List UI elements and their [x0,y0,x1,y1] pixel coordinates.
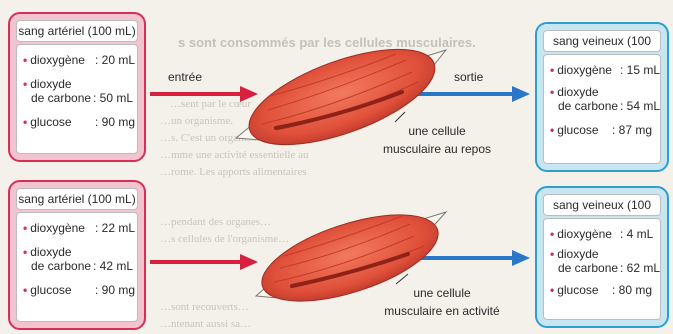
item-label-2: de carbone [31,259,91,273]
item-co2: •dioxyde [550,85,599,99]
bullet-icon: • [23,283,27,297]
item-co2: •dioxyde [23,77,72,91]
cell-label-pointer-bottom [396,274,408,284]
item-value: : 20 mL [95,53,135,67]
item-label-2: de carbone [558,99,618,113]
box-body: •dioxygène : 22 mL •dioxyde de carbone :… [16,212,138,322]
item-value: : 15 mL [620,63,660,77]
item-value: : 22 mL [95,221,135,235]
item-value: : 80 mg [612,283,652,297]
item-label-2: de carbone [558,261,618,275]
arterial-blood-box-bottom: sang artériel (100 mL) •dioxygène : 22 m… [8,180,146,330]
item-oxygen: •dioxygène : 22 mL [23,221,85,235]
item-label: glucose [557,283,598,297]
item-label: dioxyde [30,245,71,259]
item-co2: •dioxyde [550,247,599,261]
cell-label-line-1: une cellule [372,124,502,138]
item-value: : 90 mg [95,283,135,297]
bullet-icon: • [550,85,554,99]
item-label: dioxygène [557,227,612,241]
item-co2-line2: de carbone : 50 mL [31,91,91,105]
bullet-icon: • [23,77,27,91]
cell-label-line-2: musculaire au repos [372,142,502,156]
bullet-icon: • [23,53,27,67]
exit-arrow-top [410,86,530,102]
item-value: : 90 mg [95,115,135,129]
item-co2: •dioxyde [23,245,72,259]
item-glucose: •glucose : 90 mg [23,283,72,297]
item-label: dioxyde [557,247,598,261]
item-label: dioxyde [30,77,71,91]
entry-arrow-top [150,86,258,102]
item-label-2: de carbone [31,91,91,105]
item-oxygen: •dioxygène : 20 mL [23,53,85,67]
item-co2-line2: de carbone : 42 mL [31,259,91,273]
cell-label-pointer-top [395,112,405,122]
item-value: : 62 mL [620,261,660,275]
item-label: dioxygène [557,63,612,77]
item-label: glucose [30,115,71,129]
bullet-icon: • [550,247,554,261]
entry-label: entrée [168,70,202,84]
item-value: : 54 mL [620,99,660,113]
cell-label-rest: une cellule musculaire au repos [372,124,502,156]
item-glucose: •glucose : 90 mg [23,115,72,129]
item-value: : 42 mL [93,259,133,273]
cell-label-active: une cellule musculaire en activité [372,286,512,318]
item-value: : 50 mL [93,91,133,105]
exit-label: sortie [454,70,483,84]
arterial-blood-box-top: sang artériel (100 mL) •dioxygène : 20 m… [8,12,146,162]
item-co2-line2: de carbone : 62 mL [558,261,618,275]
item-glucose: •glucose : 87 mg [550,123,599,137]
venous-blood-box-bottom: sang veineux (100 mL) •dioxygène : 4 mL … [535,186,669,328]
item-value: : 4 mL [620,227,653,241]
item-co2-line2: de carbone : 54 mL [558,99,618,113]
item-label: glucose [557,123,598,137]
box-title: sang artériel (100 mL) [16,20,138,42]
box-body: •dioxygène : 20 mL •dioxyde de carbone :… [16,44,138,154]
item-label: dioxygène [30,221,85,235]
item-oxygen: •dioxygène : 4 mL [550,227,612,241]
box-title: sang artériel (100 mL) [16,188,138,210]
box-title: sang veineux (100 mL) [543,194,661,216]
exit-arrow-bottom [420,250,530,266]
bullet-icon: • [550,123,554,137]
item-oxygen: •dioxygène : 15 mL [550,63,612,77]
box-body: •dioxygène : 4 mL •dioxyde de carbone : … [543,218,661,320]
bullet-icon: • [550,227,554,241]
bullet-icon: • [550,63,554,77]
bullet-icon: • [23,221,27,235]
bullet-icon: • [23,115,27,129]
cell-label-line-1: une cellule [372,286,512,300]
bullet-icon: • [23,245,27,259]
box-body: •dioxygène : 15 mL •dioxyde de carbone :… [543,54,661,164]
item-label: dioxyde [557,85,598,99]
item-glucose: •glucose : 80 mg [550,283,599,297]
cell-label-line-2: musculaire en activité [372,304,512,318]
bullet-icon: • [550,283,554,297]
item-label: glucose [30,283,71,297]
box-title: sang veineux (100 mL) [543,30,661,52]
entry-arrow-bottom [150,254,258,270]
item-label: dioxygène [30,53,85,67]
venous-blood-box-top: sang veineux (100 mL) •dioxygène : 15 mL… [535,22,669,172]
item-value: : 87 mg [612,123,652,137]
